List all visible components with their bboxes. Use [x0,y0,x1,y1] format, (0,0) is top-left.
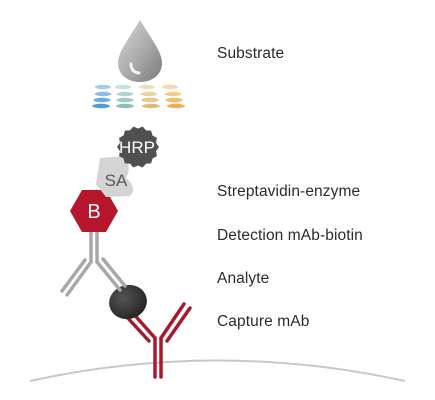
reaction-dot [141,97,159,103]
colored-dots-icon [92,84,185,109]
reaction-dot [94,91,112,97]
reaction-dot [167,103,185,109]
reaction-dot [165,97,183,103]
analyte [109,284,147,320]
plate-surface [29,359,406,382]
hrp-label: HRP [119,138,155,157]
sa-label: SA [105,171,128,190]
reaction-dot [116,103,134,109]
reaction-dot [142,103,160,109]
label-capture-mab: Capture mAb [217,313,310,330]
biotin-marker: B [70,190,118,232]
reaction-dot [93,97,111,103]
reaction-dot [115,84,131,90]
label-streptavidin-enzyme: Streptavidin-enzyme [217,183,361,200]
reaction-dot [139,84,155,90]
streptavidin-marker: SA [96,156,134,197]
biotin-label: B [87,201,100,223]
detection-antibody [60,230,127,297]
reaction-dot [92,103,110,109]
label-detection-mab-biotin: Detection mAb-biotin [217,227,363,244]
reaction-dot [162,84,178,90]
droplet-icon [118,20,162,82]
reaction-dot [164,91,182,97]
label-substrate: Substrate [217,45,285,62]
reaction-dot [116,97,134,103]
hrp-marker: HRP [117,126,159,168]
reaction-dot [140,91,158,97]
label-analyte: Analyte [217,270,270,287]
reaction-dot [116,91,134,97]
reaction-dot [95,84,111,90]
